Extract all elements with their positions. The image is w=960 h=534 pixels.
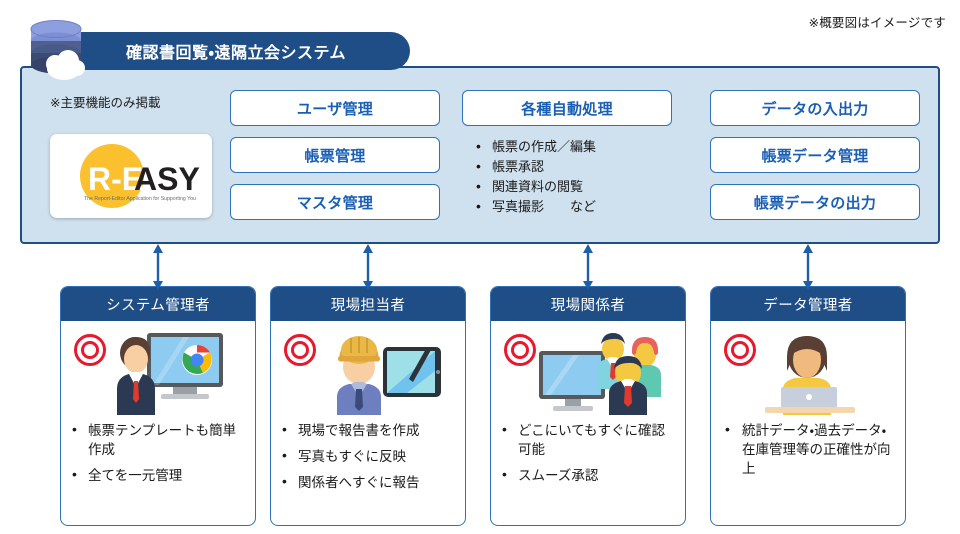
feature-column-auto: 各種自動処理 帳票の作成／編集 帳票承認 関連資料の閲覧 写真撮影 など xyxy=(462,90,672,217)
double-circle-badge xyxy=(73,333,107,367)
list-item: 全てを一元管理 xyxy=(69,465,245,485)
admin-monitor-browser-icon xyxy=(105,327,245,420)
feature-button-master-kanri[interactable]: マスタ管理 xyxy=(230,184,440,220)
role-card-artwork xyxy=(711,321,905,417)
list-item: 写真もすぐに反映 xyxy=(279,446,455,466)
sublist-text: 帳票の作成／編集 xyxy=(492,139,597,154)
role-card-system-admin[interactable]: システム管理者 xyxy=(60,286,256,526)
svg-text:R-E: R-E xyxy=(88,161,143,197)
auto-process-sublist: 帳票の作成／編集 帳票承認 関連資料の閲覧 写真撮影 など xyxy=(462,136,672,217)
connector-arrow-1 xyxy=(151,244,165,290)
list-item: 帳票承認 xyxy=(474,156,672,177)
feature-button-label: 各種自動処理 xyxy=(521,100,613,118)
feature-button-label: マスタ管理 xyxy=(296,194,374,212)
connector-arrow-2 xyxy=(361,244,375,290)
role-card-points: どこにいてもすぐに確認可能 スムーズ承認 xyxy=(491,417,685,485)
feature-button-data-io[interactable]: データの入出力 xyxy=(710,90,920,126)
svg-text:ASY: ASY xyxy=(134,161,200,197)
sublist-text: 帳票承認 xyxy=(492,159,545,174)
svg-text:The Report-Editor Application: The Report-Editor Application for Suppor… xyxy=(84,196,196,202)
role-card-header: データ管理者 xyxy=(711,287,905,321)
role-card-artwork xyxy=(271,321,465,417)
role-card-points: 統計データ・過去データ・在庫管理等の正確性が向上 xyxy=(711,417,905,478)
role-card-title: システム管理者 xyxy=(106,297,210,314)
list-item: 帳票の作成／編集 xyxy=(474,136,672,157)
connector-arrow-4 xyxy=(801,244,815,290)
reasy-logo-card: R-E ASY The Report-Editor Application fo… xyxy=(50,134,212,218)
double-circle-badge xyxy=(503,333,537,367)
database-cloud-icon xyxy=(24,19,98,81)
role-card-points: 帳票テンプレートも簡単作成 全てを一元管理 xyxy=(61,417,255,485)
stakeholders-monitor-icon xyxy=(535,327,677,420)
connector-arrow-3 xyxy=(581,244,595,290)
role-card-stakeholders[interactable]: 現場関係者 xyxy=(490,286,686,526)
feature-button-label: ユーザ管理 xyxy=(296,100,374,118)
feature-button-chohyo-data-kanri[interactable]: 帳票データ管理 xyxy=(710,137,920,173)
role-card-field-worker[interactable]: 現場担当者 xyxy=(270,286,466,526)
list-item: 帳票テンプレートも簡単作成 xyxy=(69,420,245,459)
list-item: 現場で報告書を作成 xyxy=(279,420,455,440)
role-card-title: 現場関係者 xyxy=(550,297,626,314)
role-card-artwork xyxy=(61,321,255,417)
double-circle-badge xyxy=(283,333,317,367)
system-title-pill: 確認書回覧・遠隔立会システム xyxy=(62,32,410,70)
sublist-text: 関連資料の閲覧 xyxy=(492,179,584,194)
feature-button-auto-shori[interactable]: 各種自動処理 xyxy=(462,90,672,126)
feature-button-label: 帳票管理 xyxy=(304,147,366,165)
feature-button-label: 帳票データの出力 xyxy=(753,194,877,212)
sublist-text: 写真撮影 xyxy=(492,199,545,214)
role-card-title: 現場担当者 xyxy=(330,297,406,314)
list-item: スムーズ承認 xyxy=(499,465,675,485)
feature-button-chohyo-data-output[interactable]: 帳票データの出力 xyxy=(710,184,920,220)
role-card-header: 現場担当者 xyxy=(271,287,465,321)
role-card-artwork xyxy=(491,321,685,417)
role-card-header: システム管理者 xyxy=(61,287,255,321)
image-disclaimer-note: ※概要図はイメージです xyxy=(808,16,946,30)
feature-button-user-kanri[interactable]: ユーザ管理 xyxy=(230,90,440,126)
list-item: 関連資料の閲覧 xyxy=(474,176,672,197)
role-card-points: 現場で報告書を作成 写真もすぐに反映 関係者へすぐに報告 xyxy=(271,417,465,492)
list-item: 統計データ・過去データ・在庫管理等の正確性が向上 xyxy=(719,420,895,478)
platform-panel: ※主要機能のみ掲載 R-E ASY The Report-Editor Appl… xyxy=(20,66,940,244)
list-item: どこにいてもすぐに確認可能 xyxy=(499,420,675,459)
role-card-title: データ管理者 xyxy=(763,297,853,314)
feature-button-label: データの入出力 xyxy=(761,100,869,118)
feature-button-label: 帳票データ管理 xyxy=(761,147,869,165)
feature-column-data: データの入出力 帳票データ管理 帳票データの出力 xyxy=(710,90,920,231)
role-card-header: 現場関係者 xyxy=(491,287,685,321)
main-features-note: ※主要機能のみ掲載 xyxy=(50,96,161,110)
list-item: 写真撮影 など xyxy=(474,196,672,217)
field-worker-tablet-icon xyxy=(315,327,455,420)
feature-button-chohyo-kanri[interactable]: 帳票管理 xyxy=(230,137,440,173)
sublist-tail: など xyxy=(570,199,597,214)
feature-column-user: ユーザ管理 帳票管理 マスタ管理 xyxy=(230,90,440,231)
system-title-text: 確認書回覧・遠隔立会システム xyxy=(126,45,346,62)
list-item: 関係者へすぐに報告 xyxy=(279,472,455,492)
data-manager-laptop-icon xyxy=(749,327,869,420)
role-card-data-manager[interactable]: データ管理者 統計データ・過去データ・在庫管理等の正確性が xyxy=(710,286,906,526)
double-circle-badge xyxy=(723,333,757,367)
